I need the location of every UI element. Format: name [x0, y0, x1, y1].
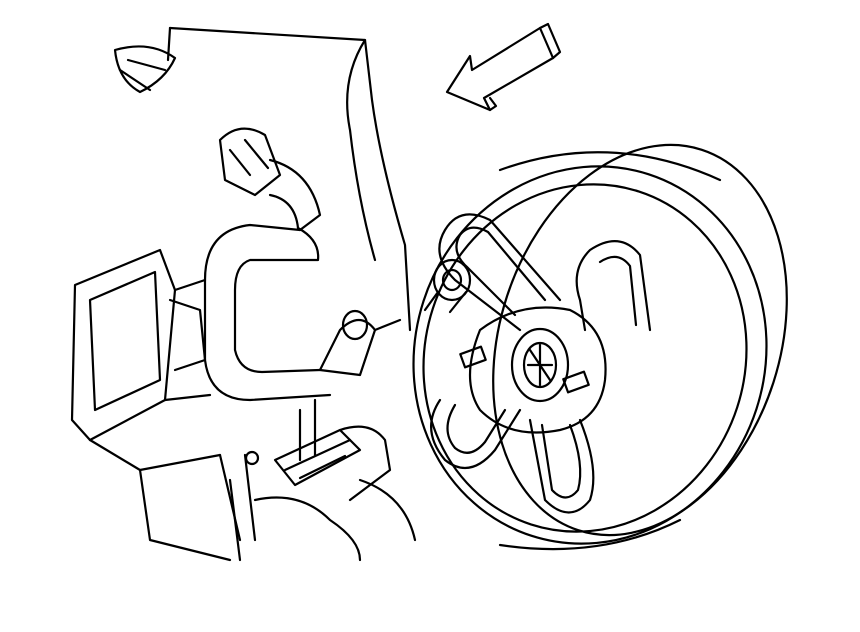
booster-ribs: [431, 214, 650, 512]
brake-lines: [230, 400, 415, 560]
direction-arrow: [447, 24, 560, 110]
engine-components: [72, 250, 240, 560]
vacuum-hose: [205, 129, 400, 400]
brake-booster: [365, 107, 835, 590]
dash-panel: [115, 28, 410, 330]
